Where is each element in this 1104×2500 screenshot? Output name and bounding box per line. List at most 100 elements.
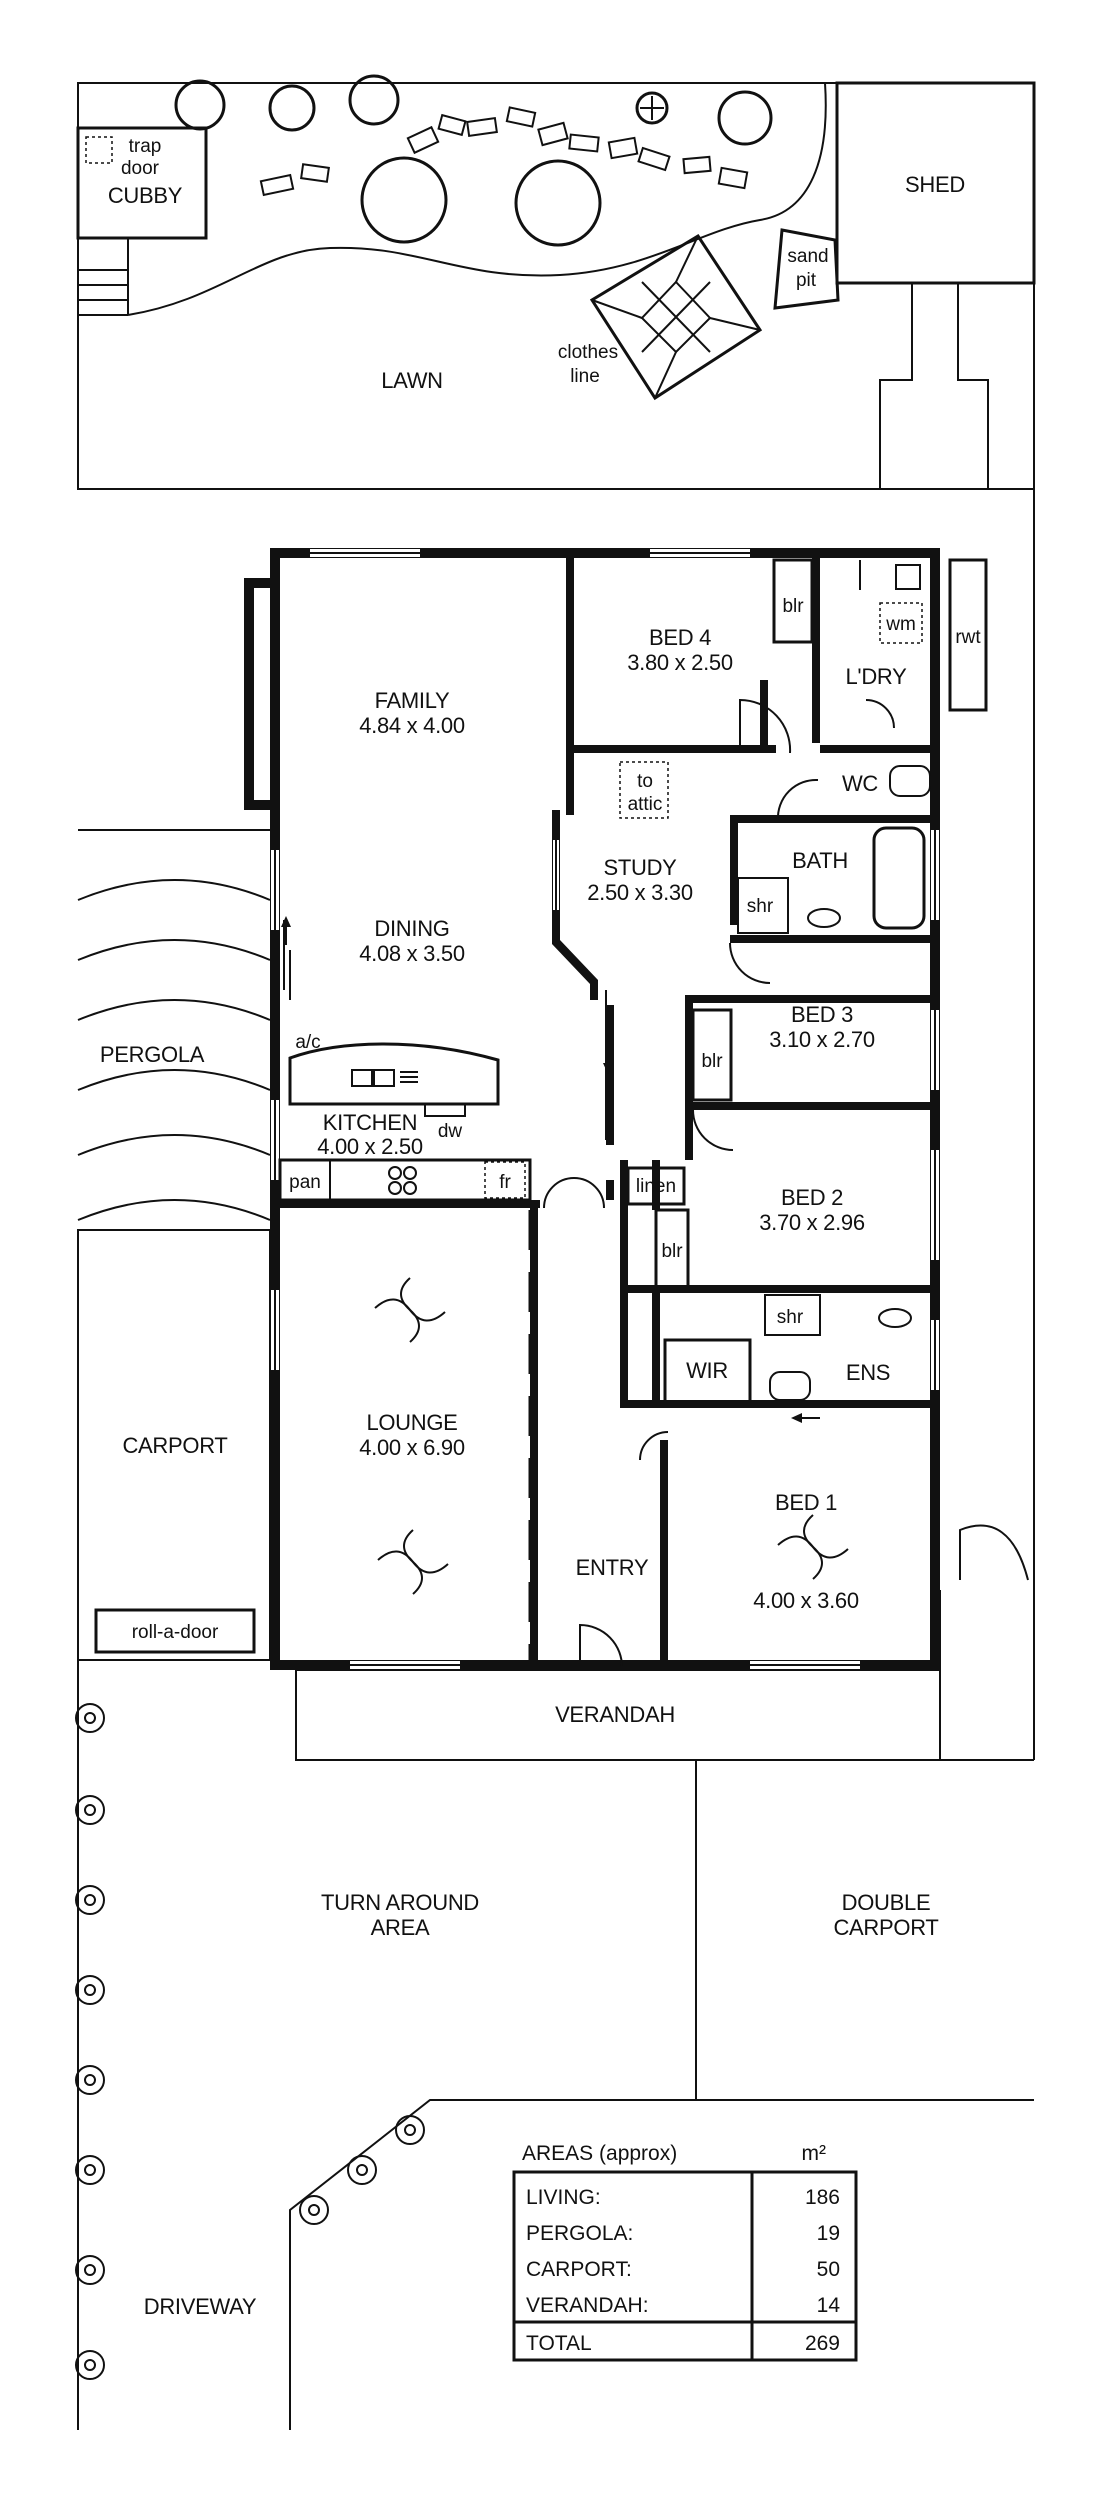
ceiling-fan-icon — [777, 1514, 849, 1580]
door-family-2 — [573, 1177, 605, 1209]
door-wc — [865, 699, 895, 729]
lounge-size: 4.00 x 6.90 — [359, 1435, 465, 1460]
bed3-robe — [691, 1008, 733, 1102]
bed1-size: 4.00 x 3.60 — [753, 1588, 859, 1613]
sand-pit — [773, 228, 840, 310]
kitchen-size: 4.00 x 2.50 — [317, 1134, 423, 1159]
areas-row-value-1: 19 — [817, 2222, 840, 2245]
areas-table: AREAS (approx) m² LIVING: 186 PERGOLA: 1… — [512, 2142, 858, 2362]
linen-label: linen — [636, 1176, 676, 1197]
dw-label: dw — [438, 1121, 463, 1142]
entry-name: ENTRY — [576, 1555, 649, 1580]
shower-bath — [737, 877, 789, 934]
pergola-label: PERGOLA — [100, 1042, 205, 1067]
areas-total-label: TOTAL — [526, 2332, 592, 2355]
cubby-label: CUBBY — [108, 183, 183, 208]
pan-label: pan — [289, 1172, 321, 1193]
fr-label: fr — [499, 1172, 511, 1193]
kitchen-island — [288, 1042, 500, 1106]
roll-a-door-outline — [94, 1608, 256, 1654]
side-gate — [959, 1524, 1029, 1581]
linen-cupboard — [626, 1166, 686, 1206]
cubby-outline — [76, 126, 208, 240]
room-labels: FAMILY 4.84 x 4.00 DINING 4.08 x 3.50 KI… — [317, 625, 907, 1613]
wir-label: WIR — [686, 1358, 728, 1383]
bed2-robe — [654, 1208, 690, 1290]
areas-row-value-0: 186 — [805, 2186, 840, 2209]
shower-ens — [764, 1294, 821, 1336]
garden-bed-edge — [127, 82, 827, 316]
sand-pit-label-1: sand — [787, 246, 828, 267]
to-attic-label-1: to — [637, 771, 653, 792]
rainwater-tank — [948, 558, 988, 712]
ac-label: a/c — [295, 1032, 320, 1053]
areas-table-box — [512, 2170, 858, 2362]
lawn-label: LAWN — [381, 368, 443, 393]
carport-label: CARPORT — [122, 1433, 227, 1458]
roll-a-door-label: roll-a-door — [132, 1622, 219, 1643]
door-family-1 — [543, 1177, 575, 1209]
bed3-name: BED 3 — [791, 1002, 853, 1027]
ens-basin — [878, 1308, 912, 1328]
areas-total-value: 269 — [805, 2332, 840, 2355]
trap-door-label-1: trap — [129, 136, 162, 157]
bed2-name: BED 2 — [781, 1185, 843, 1210]
bath-name: BATH — [792, 848, 848, 873]
side-areas: PERGOLA CARPORT roll-a-door rwt — [77, 489, 1035, 1760]
clothes-line — [589, 233, 763, 401]
to-attic-label-2: attic — [628, 794, 663, 815]
shrub-icons — [75, 1703, 425, 2380]
door-bed3 — [729, 942, 771, 984]
trap-door-label-2: door — [121, 158, 160, 179]
clothes-line-label-1: clothes — [558, 342, 618, 363]
ens-toilet — [769, 1371, 811, 1401]
sink-icon — [400, 1071, 418, 1083]
blr-bed3-label: blr — [701, 1051, 723, 1072]
fridge-space — [484, 1161, 526, 1199]
areas-table-unit: m² — [802, 2142, 827, 2165]
toilet — [889, 765, 931, 797]
arrow-icon — [791, 1413, 820, 1423]
bed1-name: BED 1 — [775, 1490, 837, 1515]
blr-bed2-label: blr — [661, 1241, 683, 1262]
double-carport-label-2: CARPORT — [833, 1915, 938, 1940]
washing-machine — [879, 602, 923, 644]
bed4-size: 3.80 x 2.50 — [627, 650, 733, 675]
bath-basin — [807, 908, 841, 928]
cooktop-icon — [388, 1166, 417, 1195]
family-size: 4.84 x 4.00 — [359, 713, 465, 738]
ldry-name: L'DRY — [846, 664, 908, 689]
verandah-outline — [295, 1669, 941, 1761]
ceiling-fan-icon — [374, 1277, 446, 1343]
bathtub — [872, 826, 926, 930]
dining-size: 4.08 x 3.50 — [359, 941, 465, 966]
backyard-boundary — [77, 82, 1035, 490]
shed-outline — [835, 81, 1036, 285]
ceiling-fan-icon — [377, 1529, 449, 1595]
shr-bath-label: shr — [747, 896, 774, 917]
door-bed1 — [639, 1431, 669, 1461]
shed-label: SHED — [905, 172, 965, 197]
wir-box — [663, 1338, 752, 1404]
areas-row-label-2: CARPORT: — [526, 2258, 632, 2281]
door-bed4 — [739, 698, 792, 754]
areas-row-label-0: LIVING: — [526, 2186, 601, 2209]
trap-door-marker — [85, 136, 113, 164]
verandah-label: VERANDAH — [555, 1702, 675, 1727]
ens-name: ENS — [846, 1360, 890, 1385]
tree-icons — [174, 74, 773, 247]
study-name: STUDY — [603, 855, 677, 880]
backyard: SHED trap door CUBBY sand pit — [76, 74, 1036, 490]
areas-table-title: AREAS (approx) — [522, 2142, 677, 2165]
areas-row-value-2: 50 — [817, 2258, 840, 2281]
areas-row-label-1: PERGOLA: — [526, 2222, 633, 2245]
bed3-size: 3.10 x 2.70 — [769, 1027, 875, 1052]
arrow-icon — [603, 1045, 613, 1074]
kitchen-name: KITCHEN — [323, 1110, 417, 1135]
clothes-line-label-2: line — [570, 366, 600, 387]
shr-ens-label: shr — [777, 1307, 804, 1328]
turn-around-label-1: TURN AROUND — [321, 1890, 479, 1915]
family-name: FAMILY — [375, 688, 450, 713]
door-bed2 — [692, 1109, 734, 1151]
